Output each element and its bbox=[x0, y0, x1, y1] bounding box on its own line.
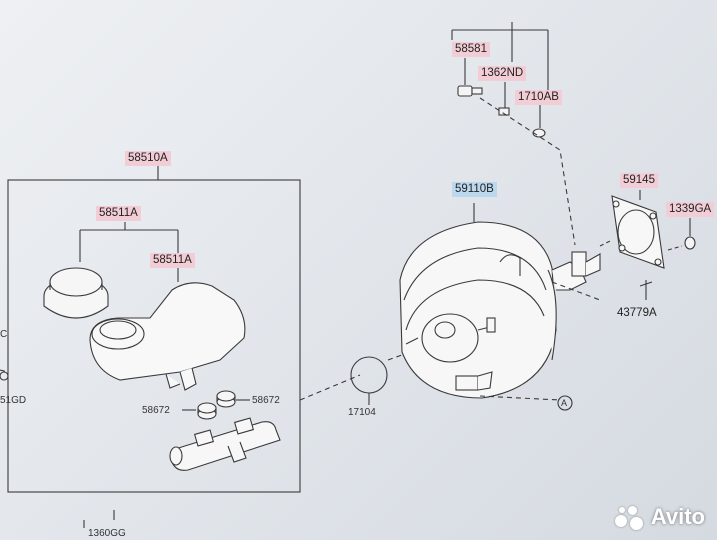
label-17104: 17104 bbox=[348, 407, 376, 418]
label-58672-left: 58672 bbox=[142, 405, 170, 416]
grommet-58672-left bbox=[197, 402, 217, 420]
watermark-text: Avito bbox=[650, 504, 705, 529]
master-cylinder-box bbox=[7, 179, 301, 493]
brake-booster bbox=[399, 221, 601, 399]
nut-1339ga bbox=[684, 236, 696, 250]
gasket-plate-59145 bbox=[611, 195, 665, 269]
reservoir-body bbox=[89, 282, 246, 391]
label-1339ga: 1339GA bbox=[666, 202, 715, 217]
label-58581: 58581 bbox=[452, 42, 490, 57]
label-58672-right: 58672 bbox=[252, 395, 280, 406]
bolt-58581 bbox=[457, 85, 483, 97]
gasket-17104 bbox=[350, 356, 388, 394]
label-58511a-top: 58511A bbox=[96, 206, 141, 221]
clip-51gd bbox=[0, 371, 9, 381]
label-58510a: 58510A bbox=[125, 151, 171, 166]
grommet-58672-right bbox=[216, 390, 236, 408]
label-59110b: 59110B bbox=[452, 182, 497, 197]
master-cylinder bbox=[169, 417, 281, 471]
label-58511a-mid: 58511A bbox=[150, 253, 195, 268]
avito-watermark: Avito bbox=[614, 504, 705, 530]
label-c: C bbox=[0, 329, 8, 340]
nut-1362nd bbox=[498, 107, 510, 116]
label-ref-a: A bbox=[561, 398, 568, 408]
label-59145: 59145 bbox=[620, 173, 658, 188]
label-51gd: 51GD bbox=[0, 395, 27, 406]
label-1710ab: 1710AB bbox=[515, 90, 562, 105]
ref-circle-a bbox=[557, 395, 573, 411]
label-43779a: 43779A bbox=[617, 307, 657, 319]
label-1360gg: 1360GG bbox=[88, 528, 126, 539]
reservoir-cap bbox=[43, 267, 109, 319]
avito-logo-icon bbox=[614, 504, 645, 530]
label-1362nd: 1362ND bbox=[478, 66, 527, 81]
